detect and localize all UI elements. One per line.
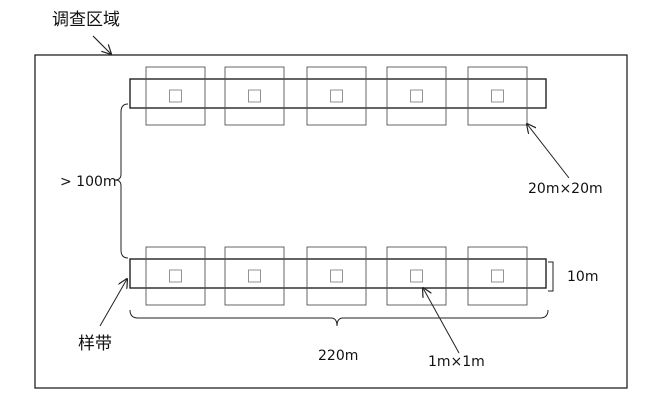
large-plot [306, 66, 367, 126]
length-label: 220m [318, 348, 358, 364]
small-plot-arrow [423, 288, 460, 354]
large-plot [386, 246, 447, 306]
width-bracket [548, 261, 554, 292]
small-plot [330, 89, 343, 103]
large-plot [145, 66, 206, 126]
survey-area-label: 调查区域 [52, 10, 120, 30]
distance-label: > 100m [60, 174, 117, 190]
small-plot [491, 269, 504, 283]
distance-brace [114, 103, 129, 259]
transect-row [129, 246, 547, 306]
large-plot [386, 66, 447, 126]
large-plot [224, 246, 285, 306]
transect-arrow [99, 279, 127, 327]
large-plot [145, 246, 206, 306]
large-plot [467, 66, 528, 126]
small-plot [169, 269, 182, 283]
large-plot-arrow [527, 124, 570, 179]
transect-row [129, 66, 547, 126]
small-plot [248, 89, 261, 103]
small-plot [330, 269, 343, 283]
transect-strip [129, 78, 547, 109]
transect-label: 样带 [78, 334, 112, 354]
survey-area-boundary [34, 54, 628, 389]
small-plot [491, 89, 504, 103]
small-plot [248, 269, 261, 283]
survey-area-arrow [92, 35, 111, 54]
large-plot [467, 246, 528, 306]
small-plot [410, 89, 423, 103]
length-brace [129, 309, 549, 327]
transect-strip [129, 258, 547, 289]
large-plot [224, 66, 285, 126]
width-label: 10m [567, 269, 598, 285]
large-plot-label: 20m×20m [528, 181, 603, 197]
large-plot [306, 246, 367, 306]
small-plot [169, 89, 182, 103]
small-plot-label: 1m×1m [428, 354, 485, 370]
small-plot [410, 269, 423, 283]
